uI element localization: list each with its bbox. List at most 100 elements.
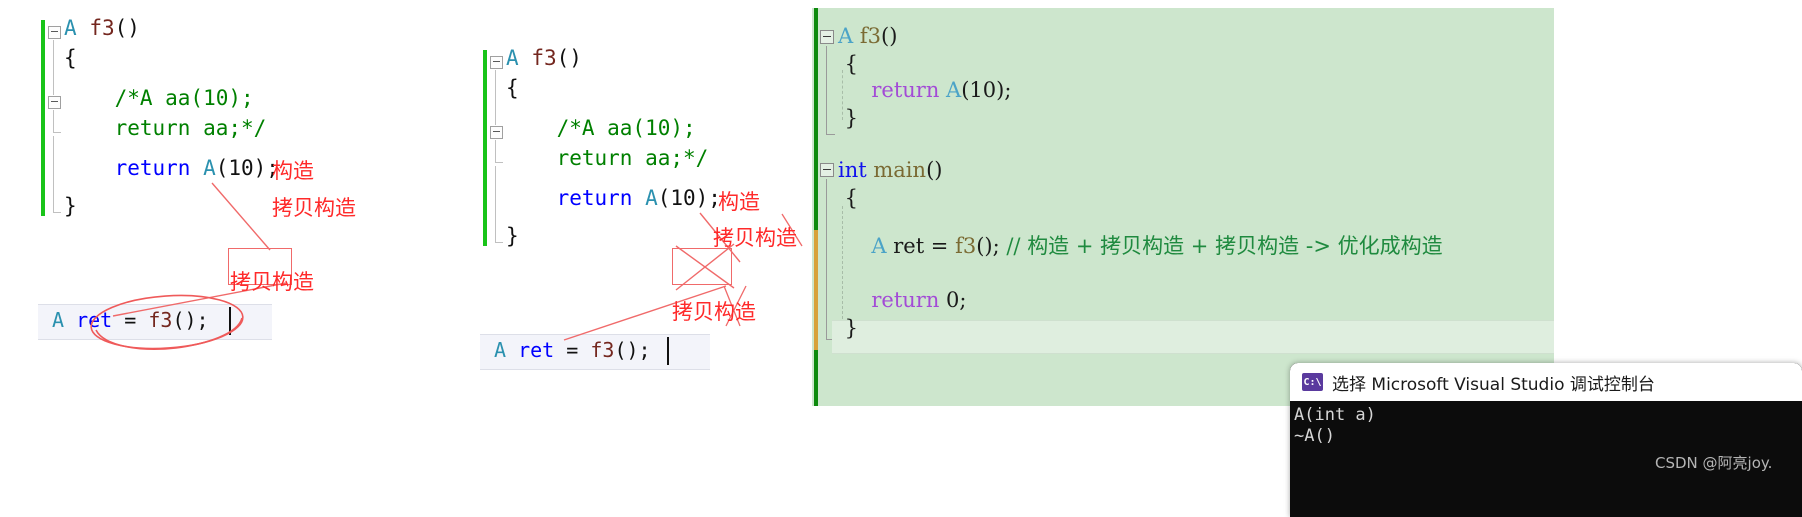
code-token: return xyxy=(506,186,646,210)
left-code-line[interactable]: /*A aa(10); xyxy=(64,88,254,109)
right-code-line[interactable]: int main() xyxy=(838,160,942,181)
code-token: f3 xyxy=(859,24,881,48)
right-code-line[interactable] xyxy=(838,136,845,157)
left-code-line[interactable]: return aa;*/ xyxy=(64,118,267,139)
left-annotation-label: 拷贝构造 xyxy=(230,270,314,294)
left-code-panel: A f3() { /*A aa(10); return aa;*/ return … xyxy=(36,18,436,218)
code-token: return xyxy=(64,156,204,180)
csdn-watermark: CSDN @阿亮joy. xyxy=(1655,454,1773,472)
right-change-bar-green xyxy=(814,8,818,406)
left-code-line[interactable]: return A(10); xyxy=(64,158,279,179)
code-token: (); xyxy=(976,234,1007,258)
right-code-panel: A f3() { return A(10); } int main() { A … xyxy=(812,8,1554,406)
code-token: A xyxy=(506,46,519,70)
left-code-line[interactable]: { xyxy=(64,48,77,69)
middle-code-line[interactable]: } xyxy=(506,226,519,247)
code-token: f3 xyxy=(590,338,615,362)
left-code-line[interactable]: A f3() xyxy=(64,18,140,39)
code-token: } xyxy=(838,106,859,130)
middle-collapse-toggle-f3[interactable] xyxy=(490,56,503,69)
code-token: 构造 + 拷贝构造 + 拷贝构造 -> 优化成构造 xyxy=(1027,234,1443,258)
middle-code-line[interactable]: /*A aa(10); xyxy=(506,118,696,139)
code-token: (10); xyxy=(657,186,721,210)
code-token: } xyxy=(838,316,859,340)
code-token: () xyxy=(556,46,582,70)
middle-code-line[interactable]: A f3() xyxy=(506,48,582,69)
right-code-line[interactable]: { xyxy=(838,54,858,75)
middle-code-line[interactable]: return aa;*/ xyxy=(506,146,709,170)
left-code-line[interactable]: } xyxy=(64,196,77,217)
right-code-line[interactable]: } xyxy=(838,108,858,129)
left-tick-guide xyxy=(53,132,61,133)
code-token: A xyxy=(52,308,65,332)
code-token: } xyxy=(506,224,519,248)
left-collapse-toggle-f3[interactable] xyxy=(48,26,61,39)
right-change-bar-orange xyxy=(814,230,818,350)
code-token: return xyxy=(838,288,947,312)
middle-indent-guide xyxy=(495,70,496,125)
code-token: 0; xyxy=(946,288,967,312)
middle-scope-bracket xyxy=(495,166,503,243)
code-token: return xyxy=(838,78,947,102)
console-title-bar[interactable]: C:\ 选择 Microsoft Visual Studio 调试控制台 xyxy=(1290,363,1802,401)
code-token xyxy=(838,134,845,158)
middle-code-line[interactable]: { xyxy=(506,78,519,99)
left-collapse-toggle-comment[interactable] xyxy=(48,96,61,109)
right-code-line[interactable]: A f3() xyxy=(838,26,897,47)
left-indent-guide xyxy=(53,40,54,95)
right-collapse-toggle-f3[interactable] xyxy=(820,30,834,44)
right-scope-bracket-main xyxy=(826,179,835,340)
left-indent-guide-2 xyxy=(53,110,54,132)
code-token: { xyxy=(838,186,859,210)
code-token: { xyxy=(64,46,77,70)
code-token: A xyxy=(838,234,887,258)
middle-annotation-rect xyxy=(672,248,732,285)
code-token xyxy=(853,24,860,48)
middle-collapse-toggle-comment[interactable] xyxy=(490,126,503,139)
right-code-line[interactable]: A ret = f3(); // 构造 + 拷贝构造 + 拷贝构造 -> 优化成… xyxy=(838,234,1443,258)
right-code-line[interactable]: return 0; xyxy=(838,290,966,311)
left-text-caret xyxy=(229,307,231,335)
middle-text-caret xyxy=(667,337,669,365)
code-token: ret = xyxy=(886,234,956,258)
right-code-line[interactable]: } xyxy=(838,318,858,339)
code-token: A xyxy=(838,24,854,48)
code-token: main xyxy=(873,158,927,182)
console-line: A(int a) xyxy=(1294,405,1376,425)
code-token: ret xyxy=(76,308,113,332)
code-token: A xyxy=(946,78,962,102)
middle-code-line[interactable]: return A(10); xyxy=(506,188,721,209)
left-change-bar xyxy=(41,20,45,216)
middle-tick-guide xyxy=(495,162,503,163)
left-current-line-code[interactable]: A ret = f3(); xyxy=(52,310,209,330)
right-code-line[interactable] xyxy=(838,266,845,287)
code-token: /*A aa(10); xyxy=(506,116,696,140)
middle-annotation-label: 构造 xyxy=(718,190,760,214)
code-token xyxy=(519,46,532,70)
code-token: // xyxy=(1006,234,1028,258)
right-current-line-strip xyxy=(832,320,1554,354)
debug-console-window[interactable]: C:\ 选择 Microsoft Visual Studio 调试控制台 A(i… xyxy=(1290,363,1802,517)
code-token: f3 xyxy=(89,16,115,40)
right-collapse-toggle-main[interactable] xyxy=(820,163,834,177)
left-scope-bracket xyxy=(53,136,61,213)
code-token: () xyxy=(926,158,943,182)
code-token: A xyxy=(203,156,216,180)
middle-current-line-code[interactable]: A ret = f3(); xyxy=(494,340,651,360)
code-token: (); xyxy=(614,338,651,362)
code-token: (10); xyxy=(961,78,1012,102)
right-dash-guide-1 xyxy=(842,70,843,120)
right-code-line[interactable]: { xyxy=(838,188,858,209)
middle-annotation-label: 拷贝构造 xyxy=(672,300,756,324)
right-code-line[interactable]: return A(10); xyxy=(838,80,1011,101)
code-token: { xyxy=(838,52,859,76)
code-token: return aa;*/ xyxy=(506,146,709,170)
console-line: ~A() xyxy=(1294,425,1335,446)
left-annotation-label: 构造 xyxy=(272,159,314,183)
middle-indent-guide-2 xyxy=(495,140,496,162)
code-token xyxy=(506,338,518,362)
command-prompt-icon: C:\ xyxy=(1302,373,1323,391)
right-scope-bracket-f3 xyxy=(826,46,835,135)
code-token xyxy=(77,16,90,40)
